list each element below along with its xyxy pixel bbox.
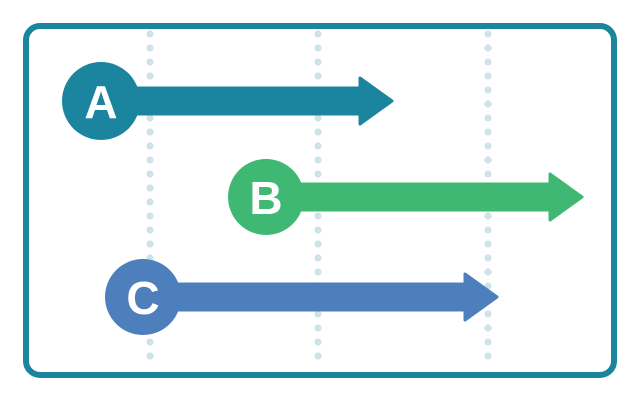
node-label-b: B <box>249 172 282 224</box>
gridline-dot <box>314 170 322 178</box>
gridline-dot <box>314 338 322 346</box>
gridline-dot <box>314 72 322 80</box>
gridline-dot <box>484 226 492 234</box>
gridline-dot <box>484 72 492 80</box>
gridline-dot <box>314 156 322 164</box>
gridline-dot <box>484 156 492 164</box>
gridline-dot <box>314 114 322 122</box>
arrow-shaft-and-head-b <box>264 172 584 222</box>
gridline-dot <box>146 72 154 80</box>
arrow-track-c[interactable]: C <box>105 259 499 335</box>
gridline-dot <box>484 30 492 38</box>
node-circle-c[interactable] <box>105 259 181 335</box>
gridline-dot <box>484 170 492 178</box>
arrow-track-b[interactable]: B <box>228 159 584 235</box>
gridline-dot <box>484 58 492 66</box>
arrow-tracks: A B C <box>62 62 584 335</box>
node-label-a: A <box>84 76 117 128</box>
gridline-dot <box>484 44 492 52</box>
gridline-dot <box>314 44 322 52</box>
gridline-dot <box>484 114 492 122</box>
gridline-dot <box>146 212 154 220</box>
gridline-dot <box>146 44 154 52</box>
gridline-dot <box>314 58 322 66</box>
gridline-dot <box>146 184 154 192</box>
gridline-dot <box>314 30 322 38</box>
gridline-dot <box>314 268 322 276</box>
gridline-dot <box>314 310 322 318</box>
gridline-dot <box>484 142 492 150</box>
gridline-dot <box>484 352 492 360</box>
gridline-dot <box>146 58 154 66</box>
gridline-dot <box>484 254 492 262</box>
gridline-dot <box>146 226 154 234</box>
gridline-dot <box>484 240 492 248</box>
node-circle-b[interactable] <box>228 159 304 235</box>
gridline-dot <box>314 352 322 360</box>
gridline-dot <box>146 170 154 178</box>
gridline-dot <box>484 128 492 136</box>
gridline-dot <box>146 142 154 150</box>
arrow-shaft-and-head-c <box>141 272 499 322</box>
node-circle-a[interactable] <box>62 62 140 140</box>
gridline-dot <box>484 212 492 220</box>
gridline-dot <box>146 128 154 136</box>
gridline-dot <box>484 86 492 94</box>
gridline-dot <box>146 114 154 122</box>
gridline-dot <box>146 198 154 206</box>
node-label-c: C <box>126 272 159 324</box>
gridline-dot <box>484 100 492 108</box>
arrow-track-a[interactable]: A <box>62 62 394 140</box>
gridline-dot <box>314 128 322 136</box>
gridline-dot <box>314 254 322 262</box>
gridline-dot <box>314 240 322 248</box>
gridline-dot <box>484 268 492 276</box>
gridline-dot <box>314 324 322 332</box>
gridline-dot <box>146 30 154 38</box>
arrow-shaft-and-head-a <box>99 76 394 126</box>
gridline-dot <box>314 226 322 234</box>
gridline-dot <box>146 352 154 360</box>
gridline-dot <box>484 324 492 332</box>
gridline-dot <box>314 212 322 220</box>
gridline-dot <box>146 338 154 346</box>
gridline-dot <box>314 142 322 150</box>
gridline-dot <box>146 240 154 248</box>
gridline-dot <box>146 156 154 164</box>
gridline-dot <box>484 310 492 318</box>
gridline-dot <box>484 338 492 346</box>
